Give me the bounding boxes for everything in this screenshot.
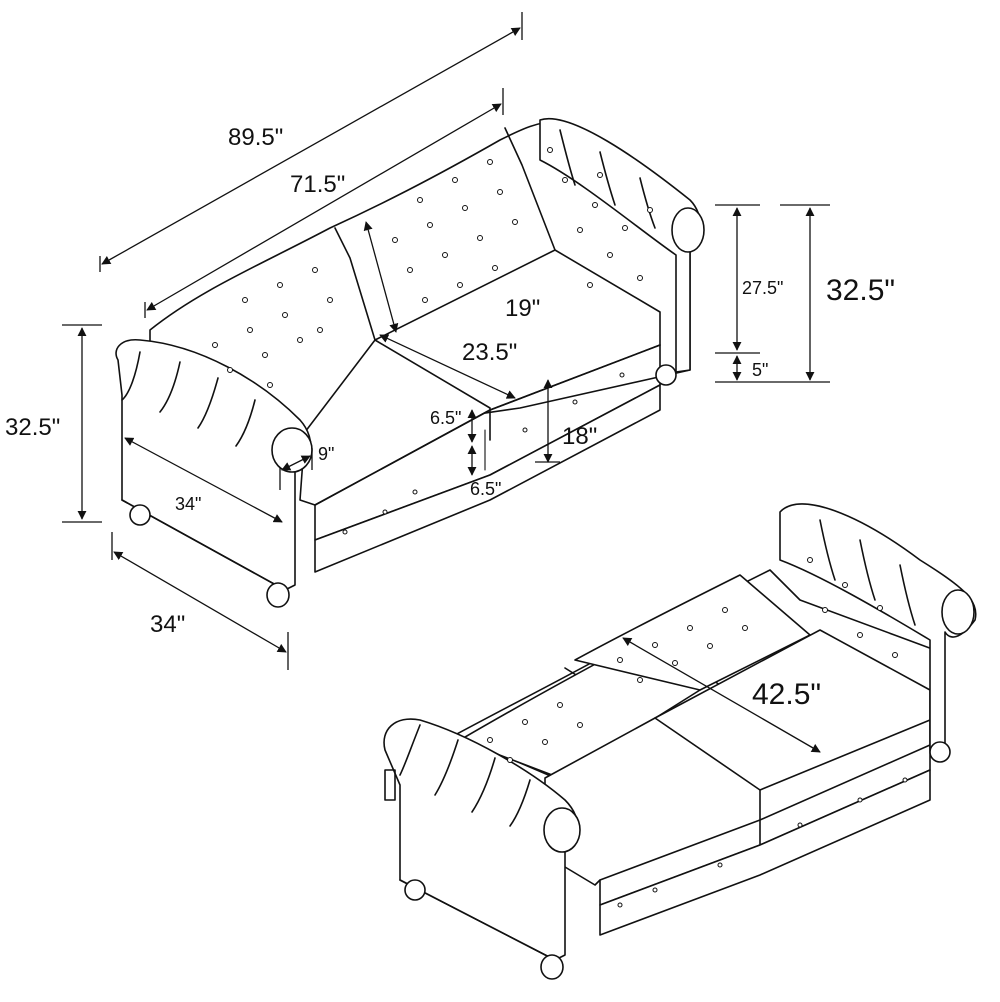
label-back-height: 27.5" (742, 278, 783, 298)
bed-right-arm (779, 503, 977, 751)
label-leg-height: 5" (752, 360, 768, 380)
sofa-bed-drawing (383, 503, 977, 980)
label-seat-width: 71.5" (290, 171, 345, 198)
label-seat-height: 18" (562, 423, 597, 450)
label-seat-depth: 23.5" (462, 339, 517, 366)
label-cushion-thickness-top: 6.5" (430, 408, 461, 428)
label-overall-width: 89.5" (228, 124, 283, 151)
leg-front-mid (266, 582, 290, 608)
leg-back-right (655, 364, 677, 386)
dimension-lines (62, 12, 830, 753)
bed-leg-front-mid (540, 954, 564, 980)
label-arm-width: 9" (318, 444, 334, 464)
sofa-upright-drawing (115, 117, 705, 608)
label-cushion-thickness-bottom: 6.5" (470, 479, 501, 499)
bed-leg-back-right (929, 741, 951, 763)
label-back-cushion-height: 19" (505, 295, 540, 322)
label-overall-depth: 34" (150, 611, 185, 638)
dimension-labels: 89.5" 71.5" 32.5" 34" 34" 9" 19" 23.5" 1… (5, 124, 895, 711)
label-height-front: 32.5" (5, 414, 60, 441)
label-bed-depth: 42.5" (752, 678, 821, 711)
label-arm-depth: 34" (175, 494, 201, 514)
leg-front-left (129, 504, 151, 526)
bed-leg-front-left (404, 879, 426, 901)
label-height-right: 32.5" (826, 274, 895, 307)
